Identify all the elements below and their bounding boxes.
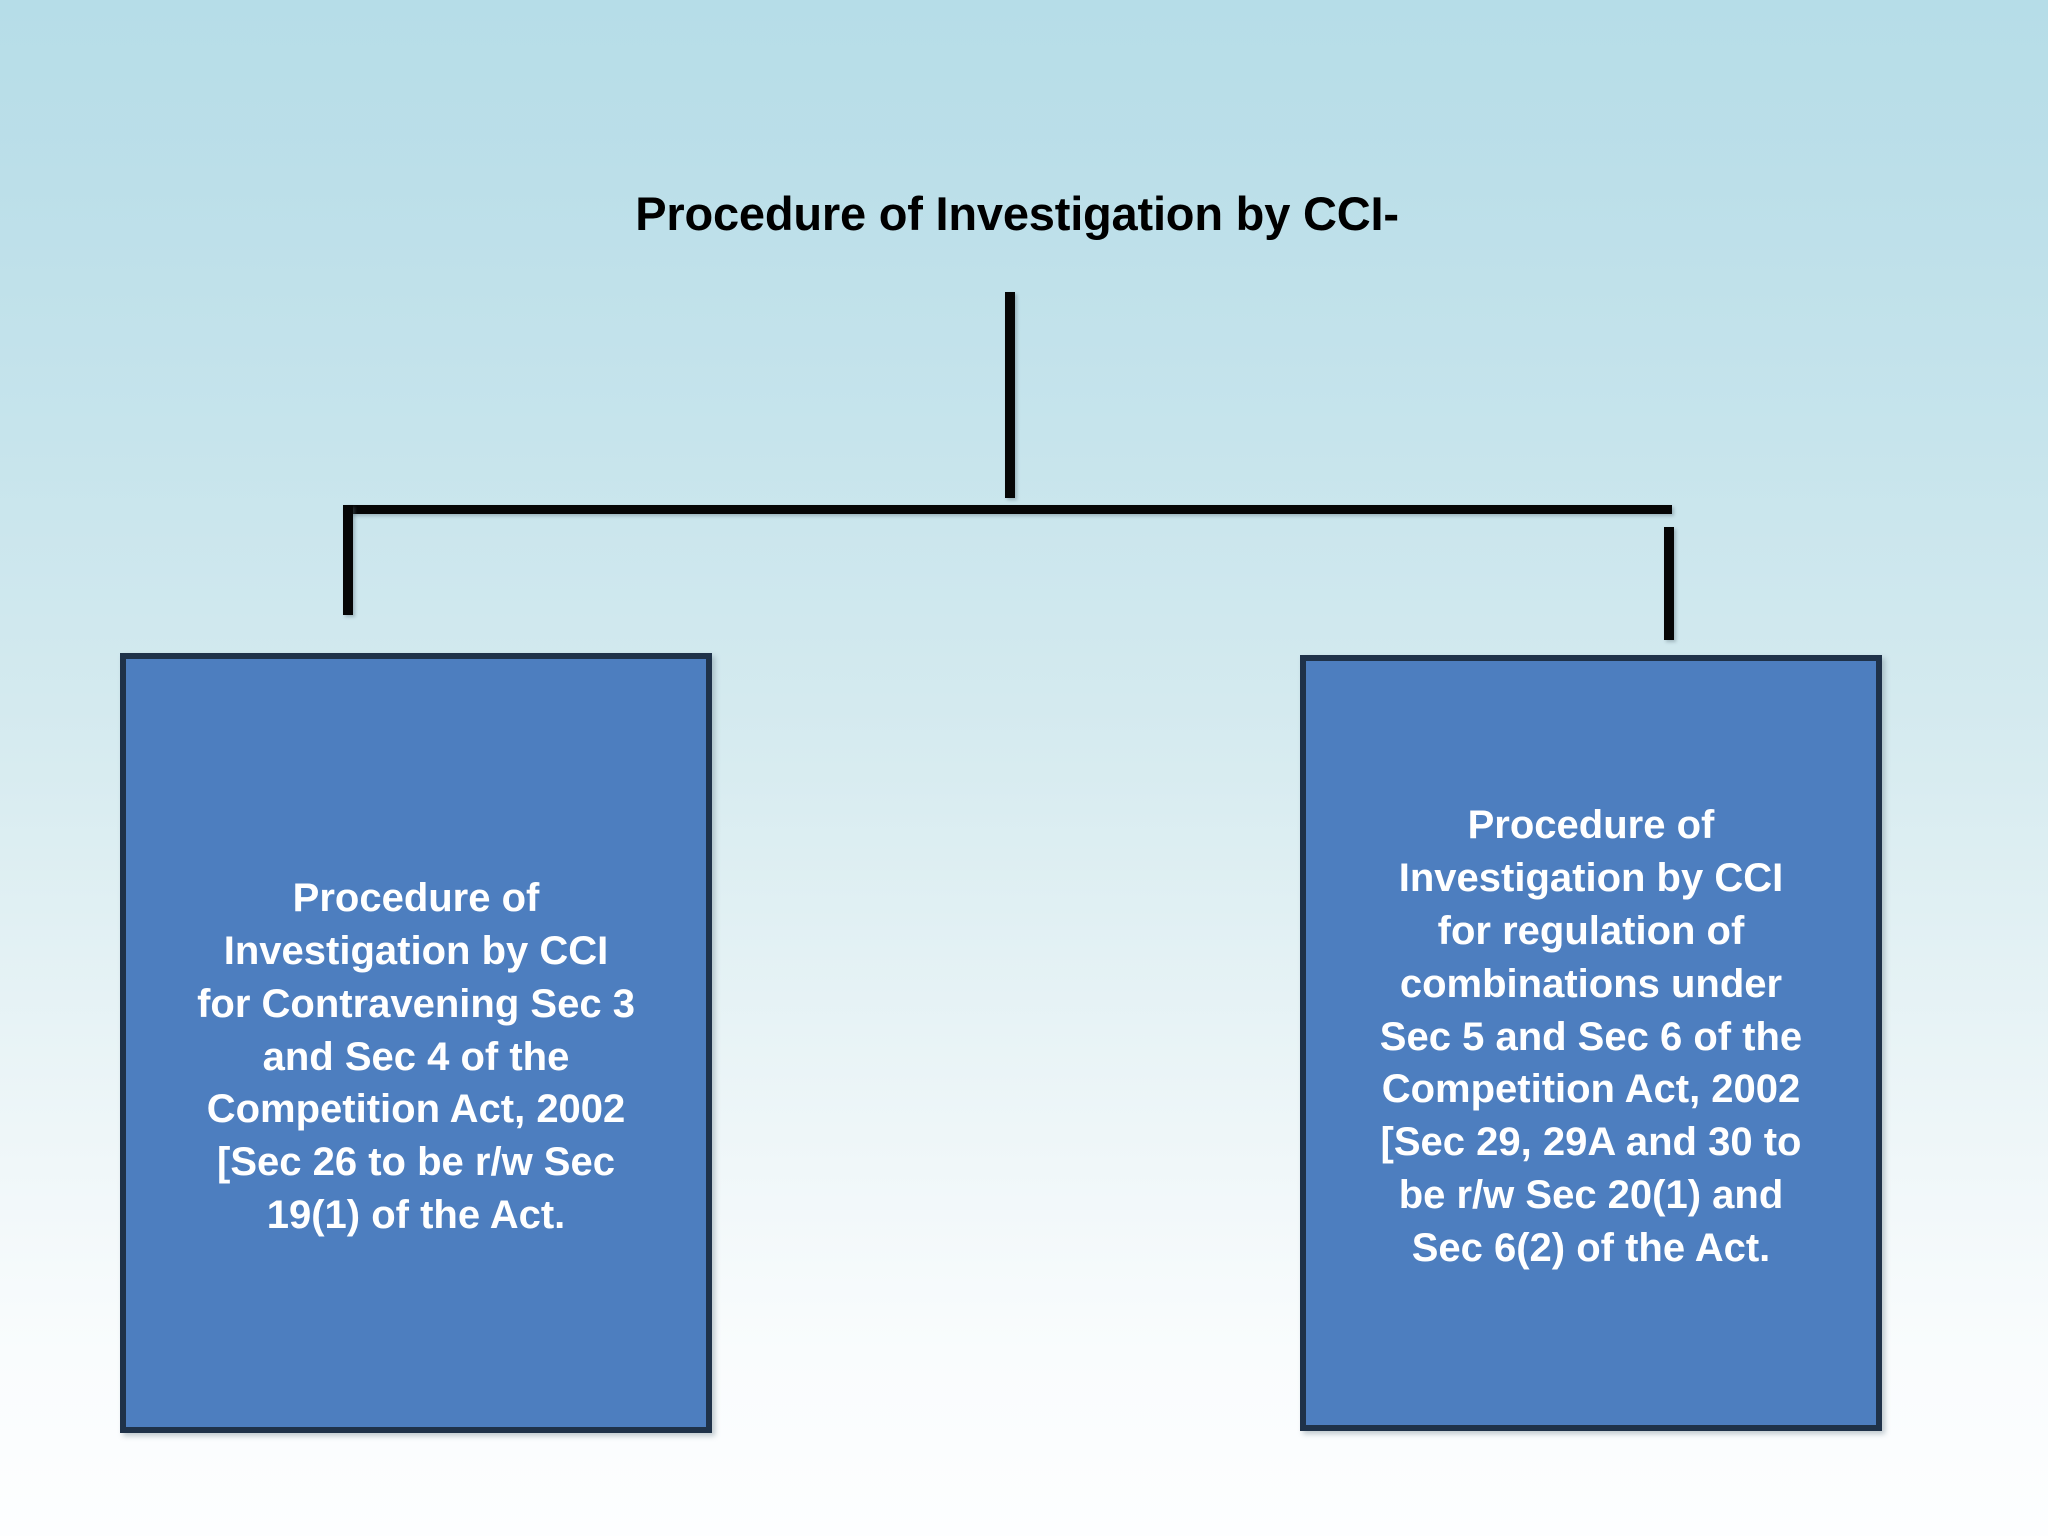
connector-horizontal-bar: [343, 505, 1672, 514]
node-box-right[interactable]: Procedure of Investigation by CCI for re…: [1300, 655, 1882, 1431]
page-title-text: Procedure of Investigation by CCI-: [635, 187, 1399, 240]
node-box-left[interactable]: Procedure of Investigation by CCI for Co…: [120, 653, 712, 1433]
node-box-left-label: Procedure of Investigation by CCI for Co…: [197, 876, 635, 1237]
connector-stem-vertical: [1005, 292, 1015, 498]
node-box-right-label: Procedure of Investigation by CCI for re…: [1379, 803, 1803, 1270]
connector-left-drop: [343, 505, 353, 615]
page-title: Procedure of Investigation by CCI-: [0, 186, 2048, 241]
connector-right-drop: [1664, 527, 1674, 640]
